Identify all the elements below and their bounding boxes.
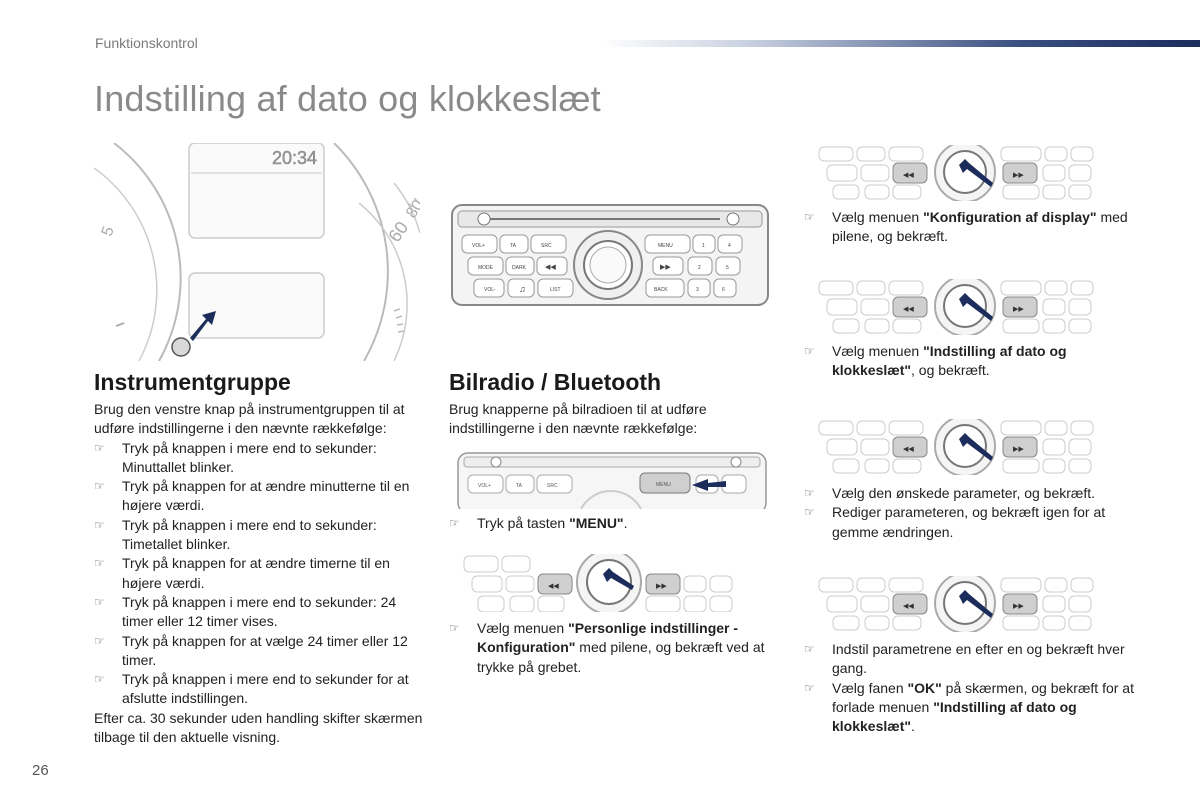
btn-menu-label: MENU <box>658 243 673 249</box>
final-steps: ☞Indstil parametrene en efter en og bekr… <box>804 640 1134 736</box>
btn-vol-plus-label: VOL+ <box>472 243 485 249</box>
svg-text:♫: ♫ <box>519 284 526 294</box>
svg-text:◀◀: ◀◀ <box>903 603 914 610</box>
arrow-icon <box>959 293 993 321</box>
radio-knob-closeup-1: ◀◀ ▶▶ <box>456 554 762 612</box>
svg-text:◀◀: ◀◀ <box>903 306 914 313</box>
svg-text:▶▶: ▶▶ <box>1013 172 1024 179</box>
list-item: ☞Vælg menuen "Konfiguration af display" … <box>804 209 1128 245</box>
dial-number-60: 60 <box>384 218 412 246</box>
page-title: Indstilling af dato og klokkeslæt <box>94 78 601 119</box>
btn-src-label: SRC <box>541 243 552 249</box>
svg-text:▶▶: ▶▶ <box>1013 446 1024 453</box>
display-config-step: ☞Vælg menuen "Konfiguration af display" … <box>804 208 1134 247</box>
list-item: ☞Rediger parameteren, og bekræft igen fo… <box>804 504 1106 540</box>
radio-knob-closeup-5: ◀◀ ▶▶ <box>815 576 1115 632</box>
instrument-cluster-illustration: 5 20:34 60 80 <box>94 143 420 361</box>
dial-number-left: 5 <box>99 224 118 238</box>
radio-menu-closeup: VOL+ TA SRC MENU <box>456 451 768 509</box>
arrow-icon <box>959 590 993 618</box>
btn-src-label: SRC <box>547 483 558 489</box>
clock-readout: 20:34 <box>272 148 317 168</box>
header-bar <box>600 40 1200 47</box>
radio-knob-closeup-3: ◀◀ ▶▶ <box>815 279 1115 335</box>
svg-text:◀◀: ◀◀ <box>545 264 556 271</box>
radio-knob-closeup-2: ◀◀ ▶▶ <box>815 145 1115 201</box>
btn-ta-label: TA <box>510 243 517 249</box>
arrow-icon <box>959 159 993 187</box>
svg-text:▶▶: ▶▶ <box>660 264 671 271</box>
btn-vol-minus-label: VOL- <box>484 287 496 293</box>
instrument-intro: Brug den venstre knap på instrumentgrupp… <box>94 401 405 437</box>
arrow-icon <box>190 311 216 341</box>
svg-text:◀◀: ◀◀ <box>903 446 914 453</box>
btn-6-label: 6 <box>722 287 725 293</box>
instrument-heading: Instrumentgruppe <box>94 369 291 395</box>
btn-mode-label: MODE <box>478 265 494 271</box>
list-item: ☞Indstil parametrene en efter en og bekr… <box>804 641 1125 677</box>
radio-intro: Brug knapperne på bilradioen til at udfø… <box>449 401 707 437</box>
page-number: 26 <box>32 762 49 779</box>
radio-knob-closeup-4: ◀◀ ▶▶ <box>815 419 1115 475</box>
instrument-outro: Efter ca. 30 sekunder uden handling skif… <box>94 709 423 746</box>
radio-personal-step: ☞Vælg menuen "Personlige indstillinger -… <box>449 619 771 677</box>
svg-text:◀◀: ◀◀ <box>548 583 559 590</box>
list-item: ☞Tryk på knappen i mere end to sekunder:… <box>94 516 377 553</box>
list-item: ☞Tryk på knappen i mere end to sekunder:… <box>94 439 377 475</box>
radio-heading: Bilradio / Bluetooth <box>449 369 662 395</box>
datetime-step: ☞Vælg menuen "Indstilling af dato og klo… <box>804 342 1134 381</box>
btn-list-label: LIST <box>550 287 561 293</box>
svg-text:▶▶: ▶▶ <box>656 583 667 590</box>
list-item: ☞Tryk på knappen for at ændre minutterne… <box>94 478 410 514</box>
list-item: ☞Tryk på knappen i mere end to sekunder:… <box>94 593 397 630</box>
btn-2-label: 2 <box>698 265 701 271</box>
btn-menu-label: MENU <box>656 482 671 488</box>
btn-5-label: 5 <box>726 265 729 271</box>
arrow-icon <box>692 479 726 491</box>
list-item: ☞Tryk på knappen for at ændre timerne ti… <box>94 555 390 591</box>
btn-dark-label: DARK <box>512 265 527 271</box>
svg-text:▶▶: ▶▶ <box>1013 603 1024 610</box>
parameter-steps: ☞Vælg den ønskede parameter, og bekræft.… <box>804 484 1144 542</box>
arrow-icon <box>959 433 993 461</box>
btn-3-label: 3 <box>696 287 699 293</box>
left-knob[interactable] <box>171 337 191 357</box>
btn-1-label: 1 <box>702 243 705 249</box>
svg-text:▶▶: ▶▶ <box>1013 306 1024 313</box>
list-item: ☞Tryk på tasten "MENU". <box>449 515 628 531</box>
instrument-steps: ☞Tryk på knappen i mere end to sekunder:… <box>94 439 424 709</box>
btn-ta-label: TA <box>516 483 523 489</box>
btn-4-label: 4 <box>728 243 731 249</box>
list-item: ☞Tryk på knappen for at vælge 24 timer e… <box>94 632 408 668</box>
list-item: ☞Vælg fanen "OK" på skærmen, og bekræft … <box>804 679 1134 735</box>
list-item: ☞Tryk på knappen i mere end to sekunder … <box>94 671 409 707</box>
svg-text:◀◀: ◀◀ <box>903 172 914 179</box>
btn-vol-plus-label: VOL+ <box>478 483 491 489</box>
list-item: ☞Vælg menuen "Indstilling af dato og klo… <box>804 343 1067 379</box>
list-item: ☞Vælg menuen "Personlige indstillinger -… <box>449 620 765 675</box>
arrow-icon <box>603 568 634 590</box>
list-item: ☞Vælg den ønskede parameter, og bekræft. <box>804 485 1096 501</box>
radio-menu-step: ☞Tryk på tasten "MENU". <box>449 514 759 533</box>
btn-back-label: BACK <box>654 287 668 293</box>
section-label: Funktionskontrol <box>95 35 198 51</box>
radio-panel-illustration: VOL+ TA SRC MODE DARK VOL- LIST MENU 1 4… <box>450 203 770 316</box>
